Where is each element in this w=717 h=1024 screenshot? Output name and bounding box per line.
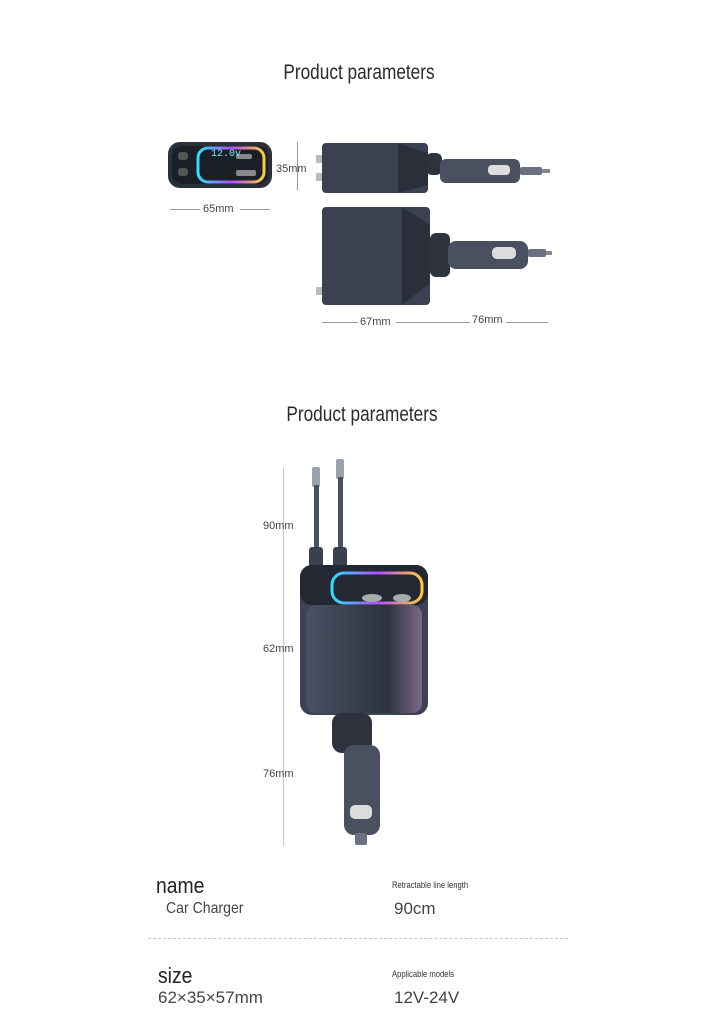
body-length-dim-line-b: [396, 322, 428, 323]
name-value: Car Charger: [166, 900, 244, 917]
plug-length-dim-line-b: [506, 322, 548, 323]
body-length-dim-line-a: [322, 322, 358, 323]
side-view-bottom-illustration: [316, 207, 552, 305]
width-dim-line-left: [170, 209, 200, 210]
display-reading: 12.0v: [211, 149, 242, 160]
body-dimension: 62mm: [263, 643, 294, 655]
side-view-top-illustration: [316, 143, 550, 193]
cable-length-label: Retractable line length: [392, 880, 469, 890]
width-dim-line-right: [240, 209, 270, 210]
plug-length-dim-line-a: [428, 322, 470, 323]
name-label: name: [156, 873, 205, 898]
height-dimension: 35mm: [276, 163, 307, 175]
height-dim-line: [297, 142, 298, 190]
plug-length-dimension: 76mm: [472, 314, 503, 326]
cable-length-value: 90cm: [394, 899, 436, 918]
body-length-dimension: 67mm: [360, 316, 391, 328]
car-charger-illustration: [300, 459, 428, 845]
section2-title: Product parameters: [286, 403, 438, 426]
cable-dimension: 90mm: [263, 520, 294, 532]
size-value: 62×35×57mm: [158, 988, 263, 1007]
size-label: size: [158, 963, 193, 988]
models-value: 12V-24V: [394, 988, 460, 1007]
plug-dimension: 76mm: [263, 768, 294, 780]
spec-divider: [148, 938, 568, 939]
models-label: Applicable models: [392, 969, 455, 979]
front-view-illustration: [168, 142, 272, 188]
width-dimension: 65mm: [203, 203, 234, 215]
section1-title: Product parameters: [283, 61, 435, 84]
vertical-dim-line: [283, 468, 284, 846]
